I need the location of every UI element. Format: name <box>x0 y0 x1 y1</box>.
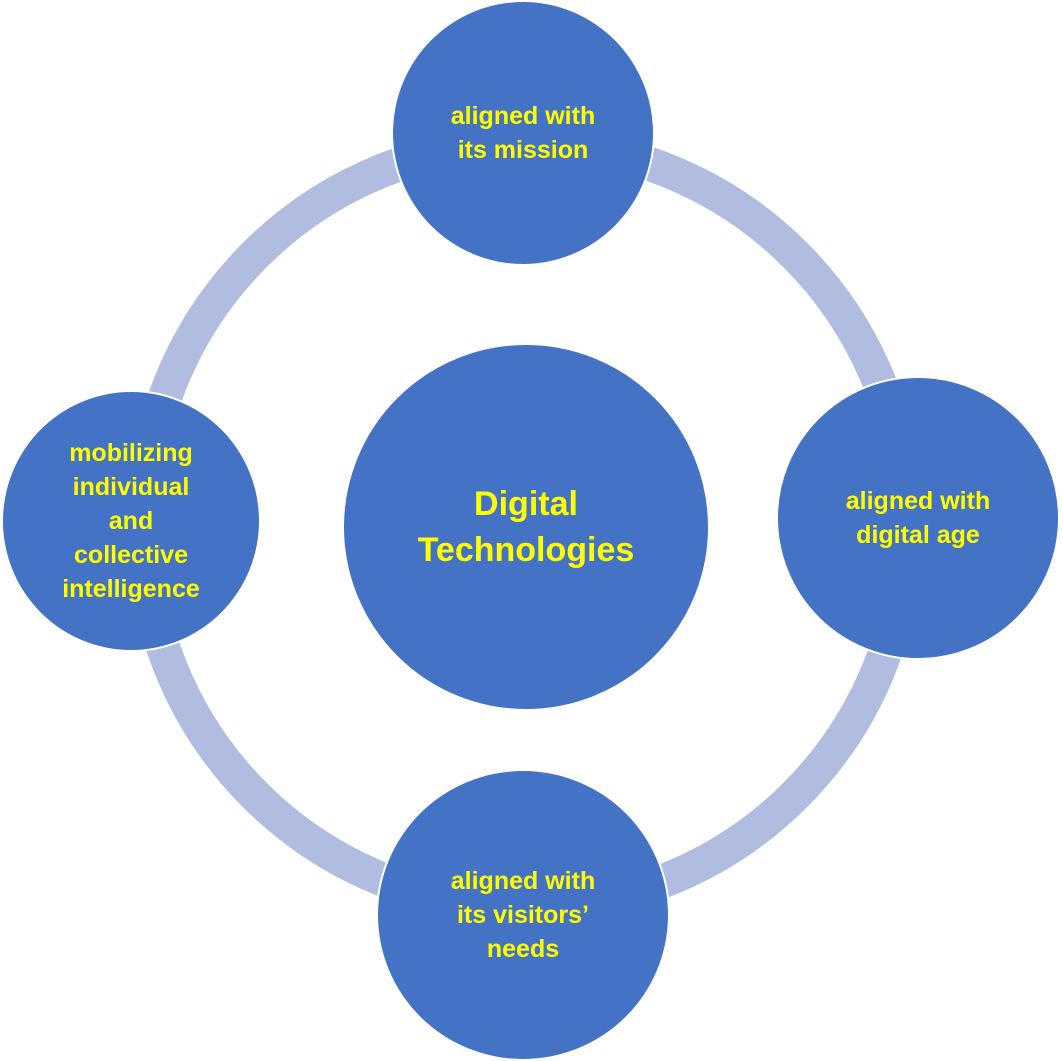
top-label: aligned with its mission <box>450 102 596 164</box>
center-node: Digital Technologies <box>342 343 710 711</box>
right-label: aligned with digital age <box>845 487 991 549</box>
left-label: mobilizing individual and collective int… <box>62 439 200 603</box>
bottom-node: aligned with its visitors’ needs <box>376 769 670 1061</box>
center-label: Digital Technologies <box>417 485 635 569</box>
left-node: mobilizing individual and collective int… <box>1 390 261 652</box>
right-node: aligned with digital age <box>776 376 1060 660</box>
bottom-label: aligned with its visitors’ needs <box>450 867 596 963</box>
top-node: aligned with its mission <box>391 0 655 266</box>
